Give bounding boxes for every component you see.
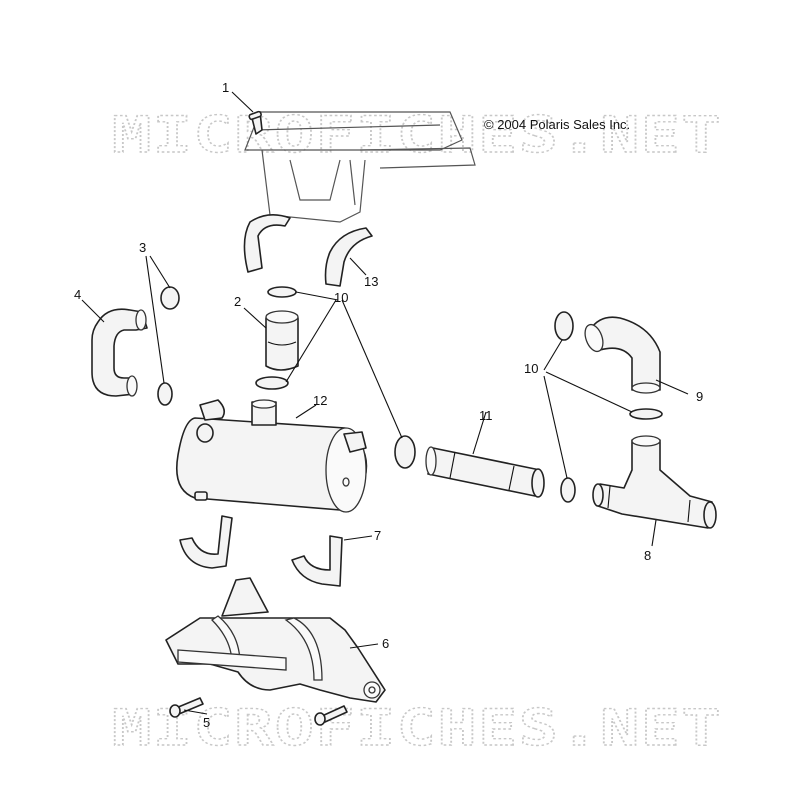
callout-5: 5 [203, 715, 210, 730]
callout-11: 11 [479, 408, 493, 423]
ring-part-10-tee [629, 408, 663, 420]
tee-part-8 [592, 435, 717, 529]
copyright-text: © 2004 Polaris Sales Inc. [484, 117, 630, 132]
strap-part-7-right [291, 535, 343, 587]
callout-13: 13 [364, 274, 378, 289]
callout-7: 7 [374, 528, 381, 543]
watermark-top: MICROFICHES.NET [112, 106, 722, 164]
ring-part-10-muffler [394, 435, 416, 469]
hose-end-4b [126, 375, 138, 397]
ring-part-10-right-bottom [560, 477, 576, 503]
hose-end-4a [135, 309, 147, 331]
bracket-part-6 [165, 577, 386, 703]
strap-part-13-left [243, 214, 291, 273]
callout-10-right: 10 [524, 361, 538, 376]
ring-part-10-mid [255, 376, 289, 390]
pipe-part-11 [425, 446, 545, 498]
muffler-part-12 [176, 399, 368, 513]
bolt-part-5-left [169, 697, 204, 718]
callout-8: 8 [644, 548, 651, 563]
elbow-part-9 [584, 316, 661, 394]
strap-part-7-left [179, 515, 233, 569]
strap-part-13-right [324, 227, 373, 287]
callout-3: 3 [139, 240, 146, 255]
hose-part-4 [91, 308, 148, 397]
ring-part-10-right-top [554, 311, 574, 341]
clamp-part-3-upper [160, 286, 180, 310]
bolt-part-5-right [314, 705, 348, 726]
watermark-bottom: MICROFICHES.NET [112, 699, 722, 757]
leader-lines [81, 91, 689, 715]
ring-part-10-top [267, 286, 297, 298]
callout-6: 6 [382, 636, 389, 651]
sleeve-part-2 [265, 310, 299, 371]
callout-1: 1 [222, 80, 229, 95]
callout-12: 12 [313, 393, 327, 408]
bolt-part-1 [248, 110, 263, 135]
clamp-part-3-lower [157, 382, 173, 406]
callout-9: 9 [696, 389, 703, 404]
callout-10-center: 10 [334, 290, 348, 305]
callout-4: 4 [74, 287, 81, 302]
callout-2: 2 [234, 294, 241, 309]
